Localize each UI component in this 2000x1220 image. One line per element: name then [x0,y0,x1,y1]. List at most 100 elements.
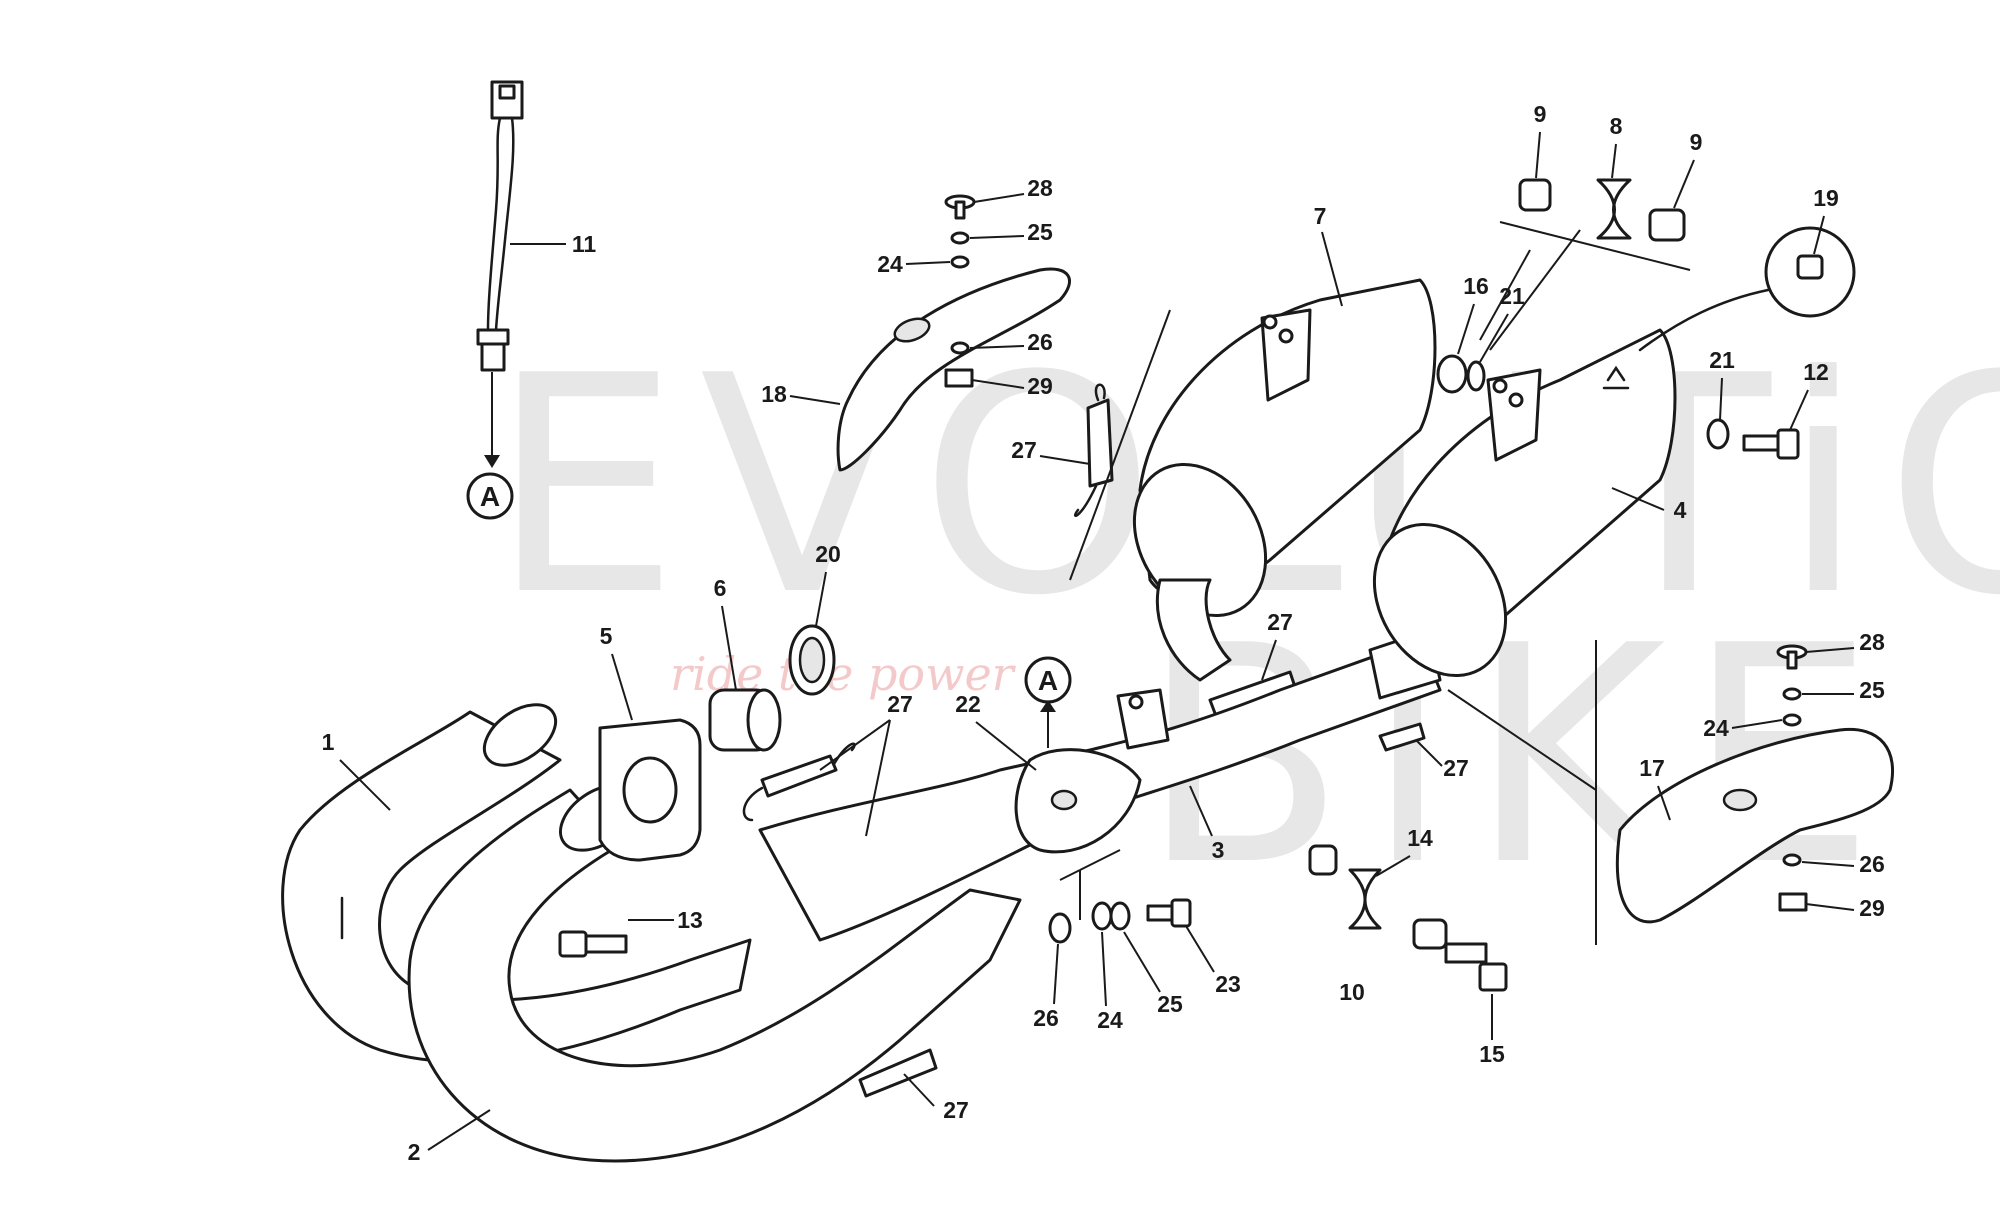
callout-7: 7 [1314,203,1343,307]
callout-27-bottom: 27 [903,1073,969,1123]
callout-20: 20 [815,541,841,627]
part-exhaust-flange [598,718,702,862]
part-heat-shield-lower [1615,727,1895,924]
callout-4: 4 [1611,487,1687,523]
svg-text:25: 25 [1859,677,1885,703]
callout-10: 10 [1339,979,1365,1005]
part-collar-and-gasket [708,624,836,752]
svg-text:22: 22 [955,691,981,717]
diagram-guide-lines [1059,221,1691,945]
svg-text:5: 5 [600,623,613,649]
svg-text:21: 21 [1709,347,1735,373]
svg-text:1: 1 [322,729,335,755]
callout-25-middle: 25 [1123,931,1183,1017]
part-rubber-mounts [1308,178,1856,992]
svg-text:24: 24 [1097,1007,1123,1033]
callout-5: 5 [600,623,633,721]
svg-text:21: 21 [1499,283,1525,309]
callout-27-top: 27 [1011,437,1091,465]
callout-28-lower: 28 [1805,629,1885,655]
callout-24-lower: 24 [1703,715,1783,741]
part-bolt-13 [558,930,628,958]
callout-3: 3 [1189,785,1224,863]
callout-18: 18 [761,381,841,407]
svg-text:A: A [480,481,500,512]
svg-text:27: 27 [887,691,913,717]
callout-21-left: 21 [1479,283,1525,363]
callout-13: 13 [628,907,703,933]
callout-16: 16 [1457,273,1489,355]
callout-14: 14 [1375,825,1433,877]
callout-24-upper: 24 [877,251,951,277]
svg-text:26: 26 [1027,329,1053,355]
svg-text:25: 25 [1027,219,1053,245]
svg-text:23: 23 [1215,971,1241,997]
svg-text:27: 27 [1267,609,1293,635]
callout-2: 2 [408,1109,491,1165]
svg-text:28: 28 [1859,629,1885,655]
callout-26-lower: 26 [1801,851,1885,877]
part-heat-shield-upper [836,267,1071,472]
callout-17: 17 [1639,755,1671,821]
svg-text:15: 15 [1479,1041,1505,1067]
callout-24-middle: 24 [1097,931,1123,1033]
svg-text:9: 9 [1534,101,1547,127]
callout-9-right: 9 [1673,129,1703,209]
callout-12: 12 [1789,359,1829,431]
svg-text:24: 24 [1703,715,1729,741]
callout-27-left: 27 [819,691,913,837]
svg-text:12: 12 [1803,359,1829,385]
svg-text:2: 2 [408,1139,421,1165]
callout-22: 22 [955,691,1037,771]
callout-28-upper: 28 [973,175,1053,203]
svg-text:27: 27 [943,1097,969,1123]
callout-26-middle: 26 [1033,943,1059,1031]
svg-text:6: 6 [714,575,727,601]
svg-text:9: 9 [1690,129,1703,155]
svg-text:16: 16 [1463,273,1489,299]
callout-26-upper: 26 [969,329,1053,355]
callout-6: 6 [714,575,737,691]
svg-text:8: 8 [1610,113,1623,139]
svg-text:10: 10 [1339,979,1365,1005]
callout-1: 1 [322,729,391,811]
reference-marker-a-pipe: A [1024,656,1072,748]
callout-29-upper: 29 [971,373,1053,399]
callout-19: 19 [1813,185,1839,255]
reference-marker-a-sensor: A [466,472,514,520]
svg-text:29: 29 [1859,895,1885,921]
part-right-muffler [1372,328,1677,677]
svg-text:26: 26 [1859,851,1885,877]
svg-text:13: 13 [677,907,703,933]
svg-text:27: 27 [1443,755,1469,781]
svg-text:28: 28 [1027,175,1053,201]
svg-text:7: 7 [1314,203,1327,229]
callout-27-right: 27 [1415,739,1469,781]
svg-text:14: 14 [1407,825,1433,851]
svg-text:11: 11 [572,231,597,257]
part-washers-and-bolt-23 [1048,898,1192,944]
callout-15: 15 [1479,994,1505,1067]
svg-text:18: 18 [761,381,787,407]
callout-27-middle: 27 [1261,609,1293,681]
callout-21-right: 21 [1709,347,1735,421]
svg-text:26: 26 [1033,1005,1059,1031]
part-fastener-stack-lower [1776,644,1808,912]
svg-text:19: 19 [1813,185,1839,211]
callout-9-left: 9 [1534,101,1547,179]
callout-29-lower: 29 [1805,895,1885,921]
callout-11: 11 [510,231,596,257]
part-left-muffler [1132,278,1437,682]
svg-text:27: 27 [1011,437,1037,463]
svg-text:24: 24 [877,251,903,277]
svg-text:A: A [1038,665,1058,696]
callout-8: 8 [1610,113,1623,179]
svg-text:29: 29 [1027,373,1053,399]
callout-25-upper: 25 [969,219,1053,245]
svg-text:25: 25 [1157,991,1183,1017]
callout-23: 23 [1185,925,1241,997]
part-oxygen-sensor [476,80,524,468]
svg-text:4: 4 [1674,497,1687,523]
svg-text:20: 20 [815,541,841,567]
